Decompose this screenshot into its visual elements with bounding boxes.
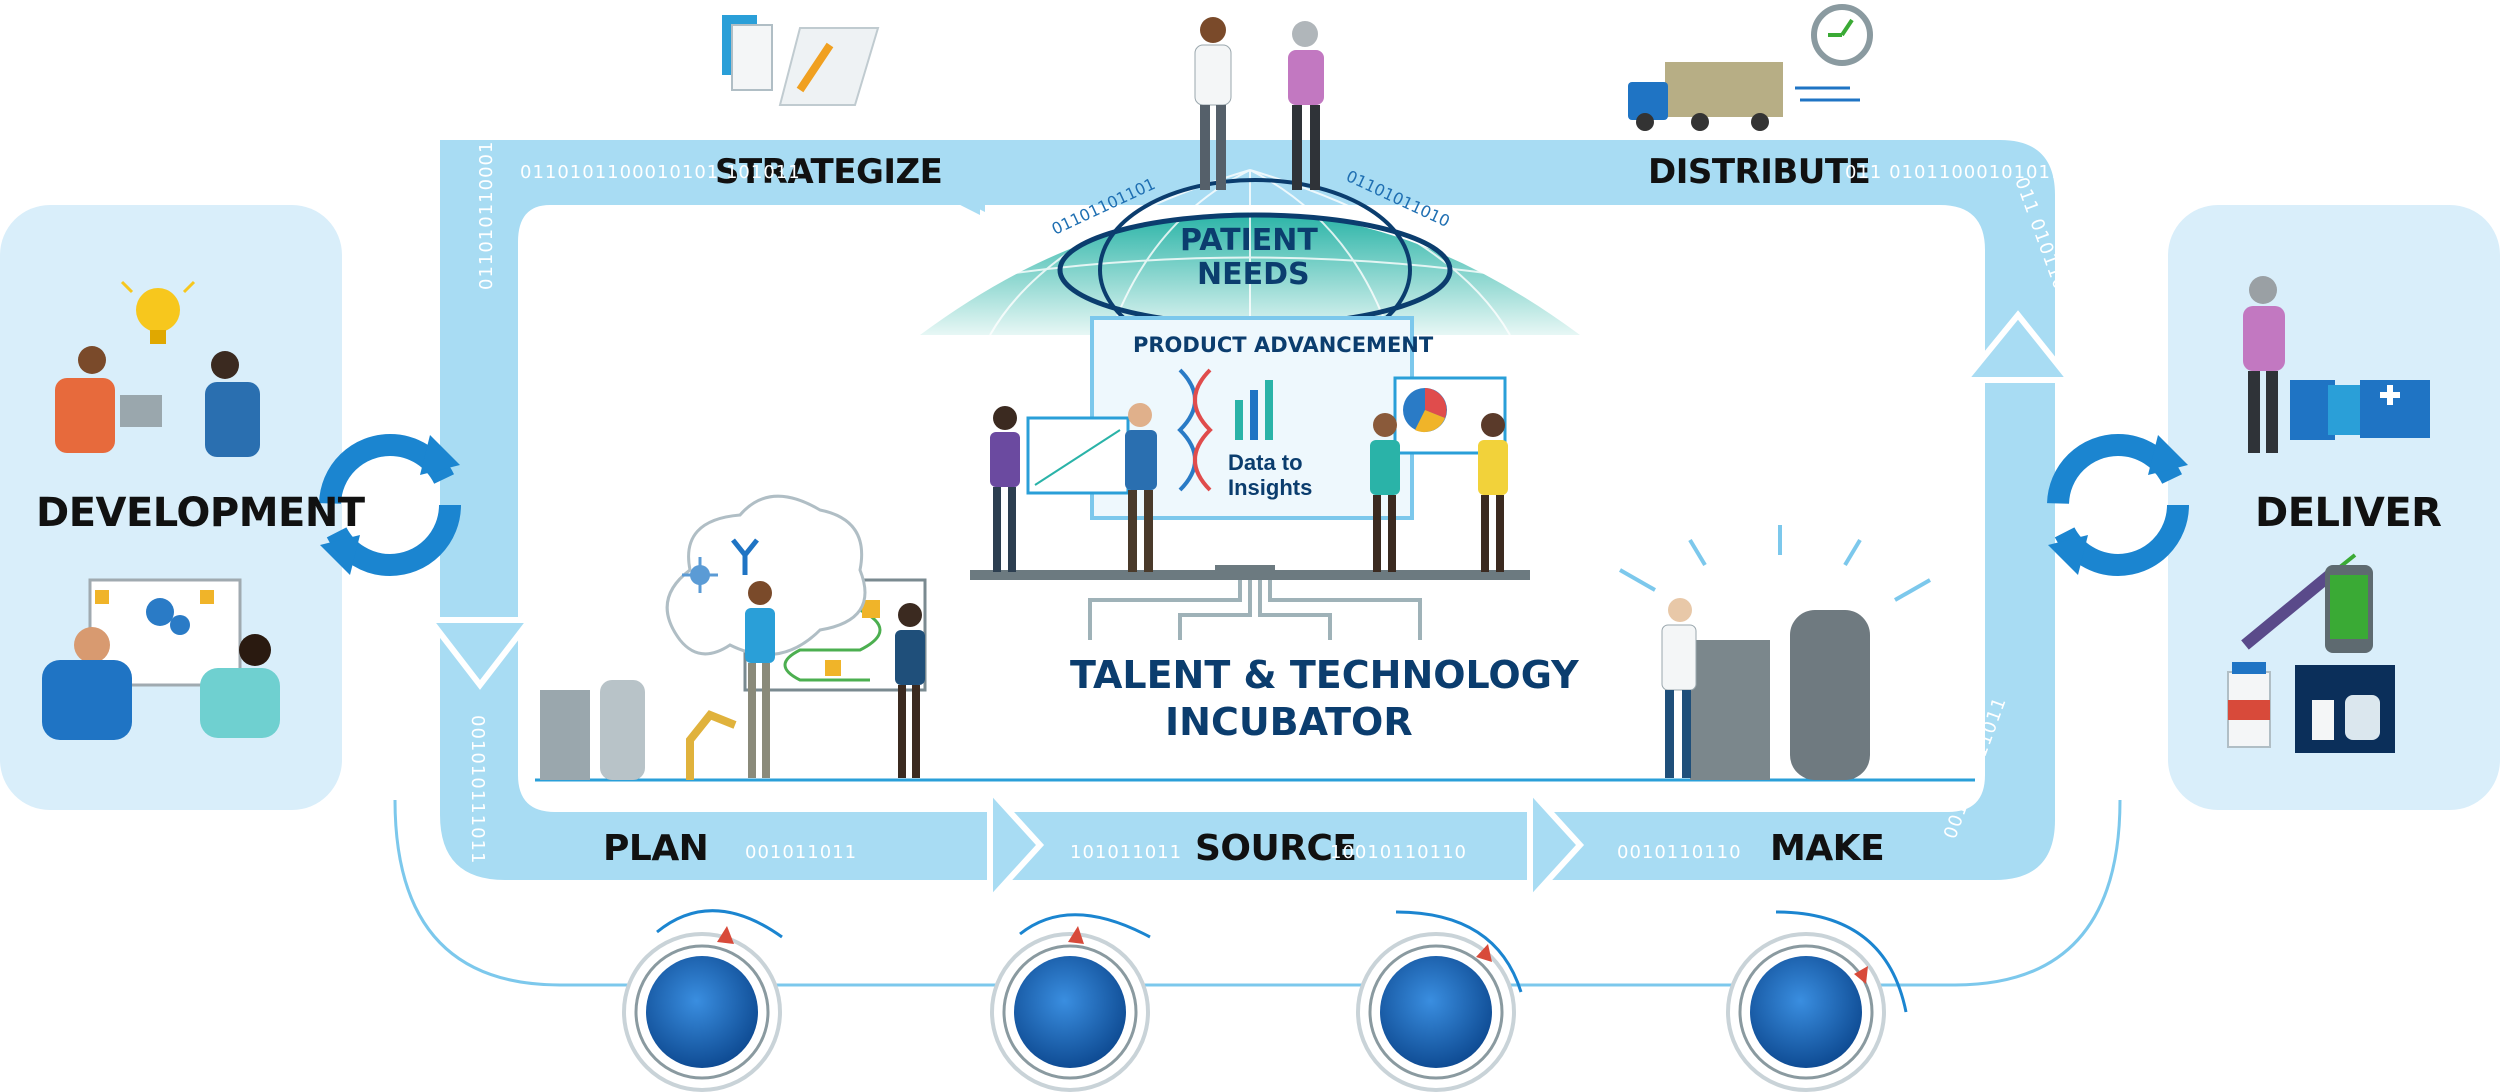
pen-icon [778,27,880,106]
globe-icon [1726,910,1908,1092]
phone-icon [2325,565,2373,653]
scatter-board [1026,416,1130,495]
medication-kit-icon [2295,665,2395,753]
binary-left-vertical: 0110101100010101 [476,91,497,290]
cycle-arrows-icon [319,434,461,576]
binary-top-left: 0110101100010101 101011 [520,162,801,183]
stage-distribute: DISTRIBUTE [1648,152,1870,192]
return-line [393,799,2122,987]
incubator-stripes [980,643,1530,757]
control-panel [1690,640,1770,780]
plan-source-arrow [987,782,1045,908]
trend-line [1034,429,1121,486]
stage-source: SOURCE [1195,828,1357,869]
equipment-cabinet [540,690,590,780]
data-to-insights-line2: Insights [1228,475,1312,500]
top-arrow-left [910,140,985,212]
left-down-arrow [423,617,537,690]
product-advancement-title: PRODUCT ADVANCEMENT [1133,333,1434,357]
binary-plan-after: 001011011 [745,842,857,863]
caregiver-figure [2243,276,2285,453]
planner-figures [745,581,925,778]
pie-chart-icon [1403,388,1447,433]
building-icon [2290,380,2430,440]
globe-icon [1356,910,1523,1092]
platform-hub [1215,565,1275,577]
reactor-icon [1790,610,1870,780]
reactor-icon [600,680,645,780]
patient-needs-line1: PATIENT [1180,223,1318,258]
robot-arm-icon [686,710,737,780]
data-to-insights-line1: Data to [1228,450,1303,475]
stage-plan: PLAN [603,828,708,869]
cycle-arrows-icon [2047,434,2189,576]
side-deliver: DELIVER [2255,490,2441,536]
dna-icon [1177,368,1213,492]
patient-needs-line2: NEEDS [1197,257,1310,292]
analyst-figures [990,403,1508,572]
incubator-line1: TALENT & TECHNOLOGY [1070,653,1579,697]
binary-source-after: 10010110110 [1330,842,1467,863]
vial-icon [2227,662,2271,748]
lightbulb-icon [120,280,196,344]
source-make-arrow [1527,782,1585,908]
clipboard-icon [722,15,773,91]
antibody-icon [731,538,759,575]
development-team [55,346,260,457]
globe-icon [622,909,783,1092]
platform-connectors [1088,580,1422,640]
right-up-arrow [1958,310,2077,383]
binary-top-right: 011 010110001010110 [1845,162,2076,183]
truck-icon [1628,62,1860,131]
bar-chart-icon [1235,380,1273,440]
binary-source-before: 101011011 [1070,842,1182,863]
stage-strategize: STRATEGIZE [715,152,942,192]
doctor-figure [1194,17,1232,190]
binary-lower-left: 001010111011 [467,715,488,864]
side-development: DEVELOPMENT [36,490,366,536]
globe-icon [990,913,1151,1092]
patient-figure [1288,21,1324,190]
stopwatch-icon [1811,4,1873,66]
spark-lines [1619,525,1931,602]
stage-make: MAKE [1770,828,1884,869]
whiteboard-icon [42,578,280,740]
binary-make-before: 0010110110 [1617,842,1742,863]
technician-figure [1661,598,1697,778]
incubator-line2: INCUBATOR [1165,700,1413,744]
molecule-icon [682,557,718,593]
